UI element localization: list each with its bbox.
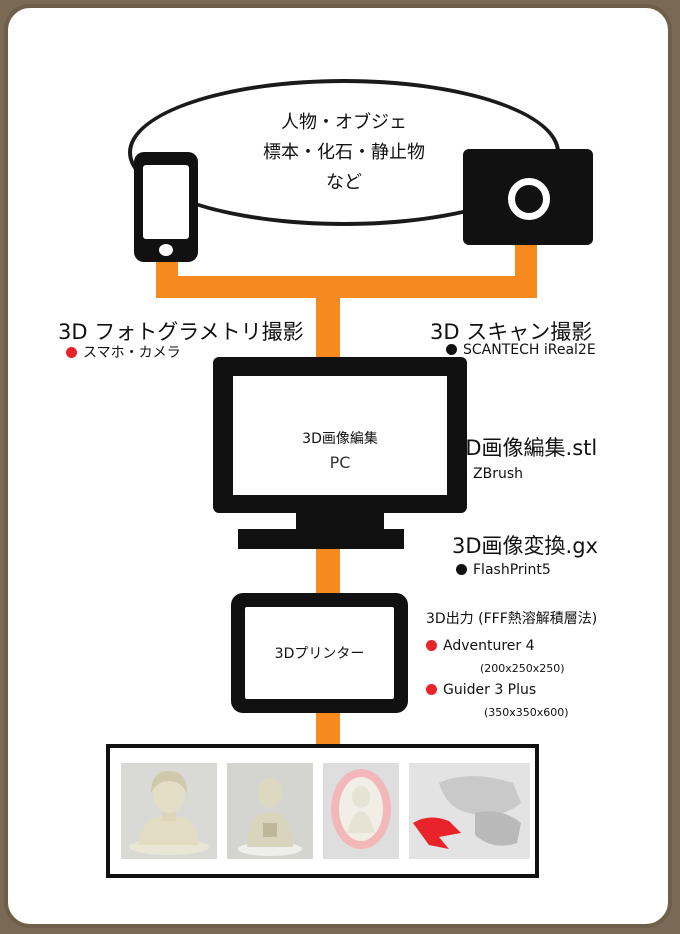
convert-step-title: 3D画像変換.gx: [452, 534, 598, 558]
connector-monitor-to-printer: [316, 548, 340, 594]
printer-1-name: Adventurer 4: [443, 638, 535, 654]
connector-printer-to-photos: [316, 712, 340, 746]
printer-label: 3Dプリンター: [274, 646, 365, 662]
monitor-label: 3D画像編集: [302, 431, 378, 447]
printer-1-size: (200x250x250): [480, 662, 565, 675]
smartphone-icon: [134, 152, 198, 262]
scan-item-label: SCANTECH iReal2E: [463, 342, 596, 358]
black-dot-icon: [446, 344, 457, 355]
photogrammetry-item: スマホ・カメラ: [66, 342, 181, 362]
printed-samples-strip: [106, 744, 539, 878]
convert-step-item-label: FlashPrint5: [473, 562, 551, 578]
sample-photo-bust-1: [121, 763, 217, 859]
printer-icon: [231, 593, 408, 713]
convert-step-item: FlashPrint5: [456, 562, 551, 578]
black-dot-icon: [456, 468, 467, 479]
scan-title: 3D スキャン撮影: [430, 320, 593, 344]
output-step-title: 3D出力 (FFF熱溶解積層法): [426, 611, 598, 627]
edit-step-item: ZBrush: [456, 466, 523, 482]
red-dot-icon: [66, 347, 77, 358]
subject-line-1: 人物・オブジェ: [281, 112, 407, 133]
printer-2: Guider 3 Plus: [426, 682, 536, 698]
subject-text: 人物・オブジェ 標本・化石・静止物 など: [128, 108, 560, 198]
monitor-stand: [296, 513, 384, 532]
monitor-icon: [213, 357, 467, 513]
subject-line-2: 標本・化石・静止物: [263, 142, 425, 163]
camera-icon: [463, 149, 593, 245]
subject-line-3: など: [326, 172, 362, 193]
sample-photo-skulls: [409, 763, 530, 859]
edit-step-title: 3D画像編集.stl: [452, 436, 598, 460]
red-dot-icon: [426, 684, 437, 695]
monitor-sublabel: PC: [329, 453, 351, 472]
black-dot-icon: [456, 564, 467, 575]
monitor-base: [238, 529, 404, 549]
sample-photo-relief: [323, 763, 399, 859]
connector-to-monitor: [316, 294, 340, 358]
red-dot-icon: [426, 640, 437, 651]
photogrammetry-item-label: スマホ・カメラ: [83, 345, 181, 361]
scan-item: SCANTECH iReal2E: [446, 342, 596, 358]
photogrammetry-title: 3D フォトグラメトリ撮影: [58, 320, 304, 344]
connector-horizontal: [156, 276, 537, 298]
edit-step-item-label: ZBrush: [473, 466, 523, 482]
printer-2-size: (350x350x600): [484, 706, 569, 719]
printer-1: Adventurer 4: [426, 638, 535, 654]
printer-2-name: Guider 3 Plus: [443, 682, 537, 698]
sample-photo-bust-2: [227, 763, 313, 859]
